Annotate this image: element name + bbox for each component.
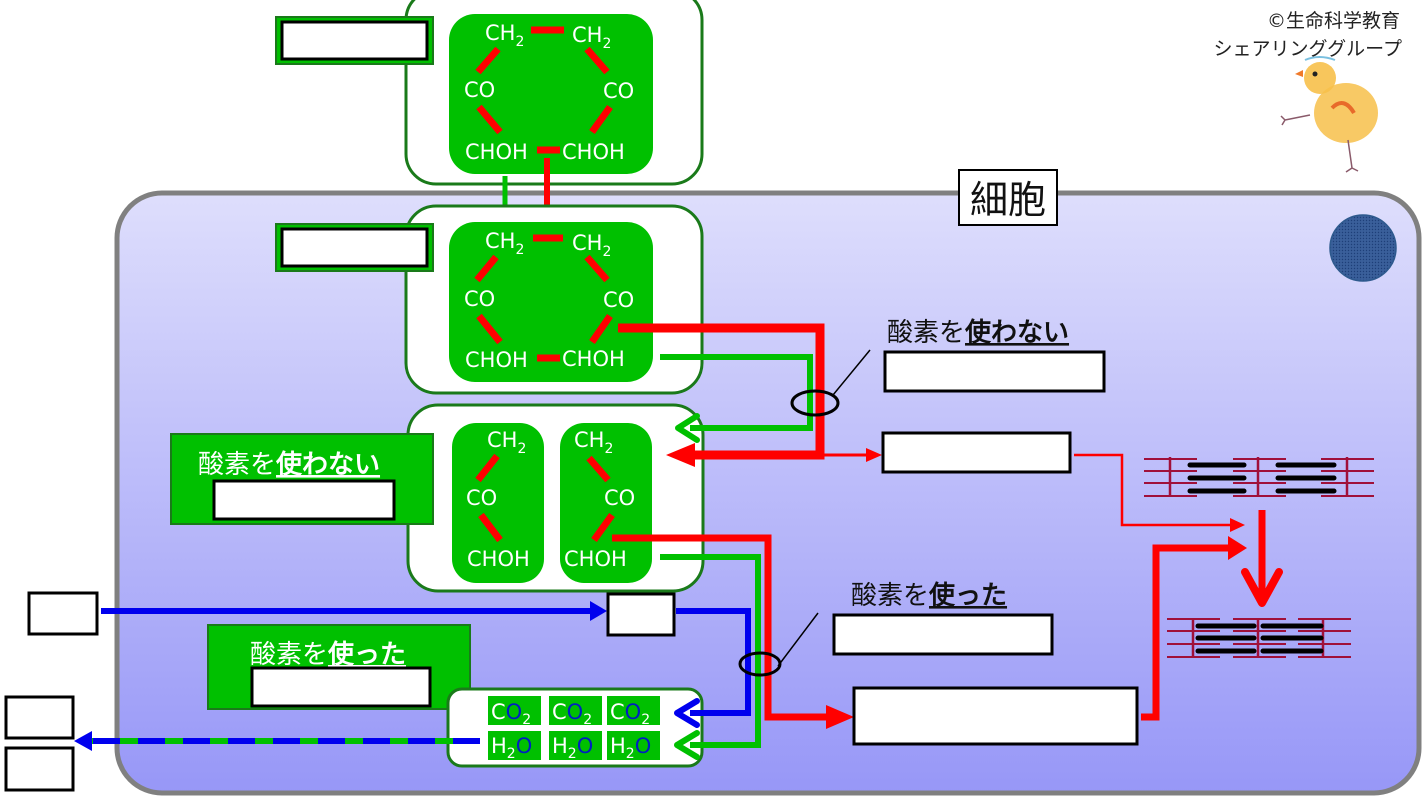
red-arrowhead-aerobic	[826, 705, 854, 729]
atom-co-left: CO	[464, 78, 495, 102]
aerobic-right-label: 酸素を使った	[851, 581, 1007, 611]
glucose-molecule	[449, 14, 653, 174]
atom-co: CO	[604, 486, 635, 510]
sarcomere-relaxed-icon	[1144, 457, 1374, 497]
atom-choh-left: CHOH	[465, 140, 528, 164]
pointer-line-aerobic	[777, 612, 819, 667]
atom-ch2: CH2	[574, 428, 613, 457]
answer-box-out-top[interactable]	[4, 695, 75, 740]
green-arrowhead-anaerobic	[675, 413, 700, 443]
enzyme-loop-anaerobic	[790, 389, 840, 417]
pyruvate-left	[452, 423, 544, 583]
red-flow-to-muscle-thin	[1074, 453, 1232, 527]
pyruvate-bonds	[475, 453, 615, 543]
glucose-bonds	[475, 26, 613, 154]
red-arrowhead-lactate	[866, 448, 882, 462]
chick-mascot-icon	[1280, 56, 1378, 173]
atom-co: CO	[466, 486, 497, 510]
answer-box-aerobic-left[interactable]	[250, 666, 432, 708]
co2-tile	[549, 696, 602, 725]
co2-formula: CO2	[610, 700, 650, 728]
answer-box-top-left[interactable]	[280, 20, 429, 61]
fructose-bonds	[474, 234, 613, 362]
h2o-formula: H2O	[610, 734, 651, 762]
green-arrowhead-aerobic	[674, 730, 700, 760]
red-flow-aerobic	[612, 534, 828, 721]
co2-formula: CO2	[491, 700, 531, 728]
blue-arrowhead-co2	[674, 698, 700, 728]
answer-box-out-bottom[interactable]	[4, 746, 75, 792]
anaerobic-label: 酸素を使わない	[198, 450, 380, 480]
atom-co-right: CO	[603, 79, 634, 103]
co2-formula: CO2	[552, 700, 592, 728]
answer-box-lactate[interactable]	[881, 431, 1072, 474]
blue-arrowhead-oxygen	[590, 601, 607, 621]
answer-box-mid-left[interactable]	[280, 227, 429, 268]
atom-ch2-left: CH2	[485, 21, 524, 50]
pyruvate-right	[560, 423, 652, 583]
h2o-formula: H2O	[552, 734, 593, 762]
answer-box-anaerobic-left[interactable]	[212, 479, 396, 521]
h2o-tile	[488, 731, 541, 760]
sarcomere-contracted-icon	[1167, 618, 1351, 658]
atom-choh-left: CHOH	[465, 348, 528, 372]
pointer-line-anaerobic	[832, 349, 871, 396]
exit-arrowhead	[74, 731, 92, 751]
atom-choh-right: CHOH	[562, 347, 625, 371]
red-flow-to-muscle	[1141, 544, 1230, 721]
atom-ch2-right: CH2	[572, 23, 611, 52]
red-arrowhead-anaerobic	[666, 443, 695, 467]
h2o-tile	[607, 731, 660, 760]
atom-ch2: CH2	[487, 428, 526, 457]
answer-box-oxygen-in[interactable]	[27, 591, 99, 636]
red-arrowhead-muscle	[1228, 536, 1247, 560]
atom-ch2-right: CH2	[572, 231, 611, 260]
atom-ch2-left: CH2	[485, 229, 524, 258]
answer-box-aerobic-right[interactable]	[832, 613, 1054, 656]
atom-choh: CHOH	[564, 547, 627, 571]
green-flow-aerobic	[660, 554, 761, 748]
co2-tile	[488, 696, 541, 725]
atom-choh: CHOH	[467, 547, 530, 571]
credit-line-1: ©生命科学教育	[1267, 10, 1400, 32]
red-arrowhead-muscle-thin	[1230, 518, 1245, 532]
anaerobic-right-label: 酸素を使わない	[887, 318, 1069, 348]
aerobic-label: 酸素を使った	[250, 640, 406, 670]
atom-co-right: CO	[603, 288, 634, 312]
co2-tile	[607, 696, 660, 725]
answer-box-atp[interactable]	[852, 686, 1139, 746]
contraction-arrowhead	[1241, 568, 1283, 607]
blue-flow-to-co2	[676, 608, 751, 716]
h2o-tile	[549, 731, 602, 760]
cell-label-text: 細胞	[970, 178, 1046, 222]
atom-co-left: CO	[464, 287, 495, 311]
answer-box-anaerobic-right[interactable]	[883, 350, 1106, 393]
credit-line-2: シェアリンググループ	[1214, 38, 1402, 60]
nucleus-icon	[1329, 214, 1397, 282]
atom-choh-right: CHOH	[562, 140, 625, 164]
h2o-formula: H2O	[491, 734, 532, 762]
answer-box-o2[interactable]	[606, 592, 676, 637]
cell-label: 細胞	[958, 169, 1058, 226]
